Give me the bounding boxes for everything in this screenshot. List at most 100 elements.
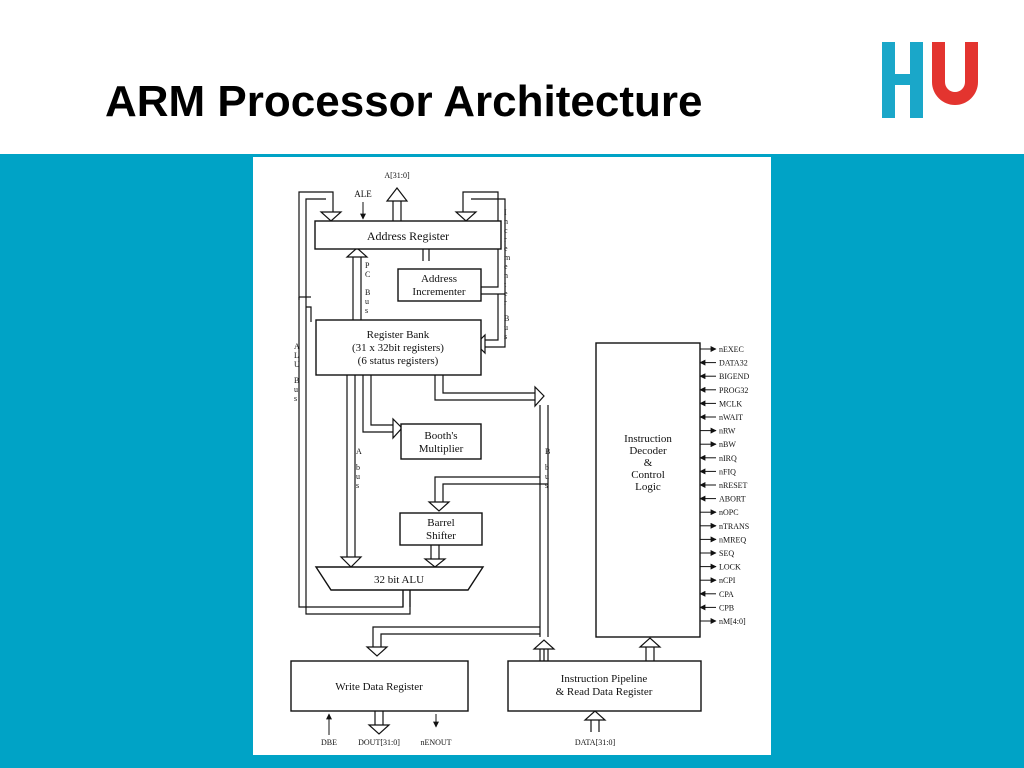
svg-text:Booth's: Booth's <box>424 430 457 442</box>
svg-text:& Read Data Register: & Read Data Register <box>556 686 653 698</box>
control-signal: MCLK <box>699 399 742 408</box>
control-signal: CPB <box>699 603 734 612</box>
control-signal: nBW <box>700 440 736 449</box>
control-signal-label: SEQ <box>719 549 734 558</box>
svg-text:P: P <box>365 261 370 270</box>
control-signal-label: CPA <box>719 590 734 599</box>
control-signal: DATA32 <box>699 359 748 368</box>
svg-text:c: c <box>504 226 508 235</box>
svg-text:Write Data Register: Write Data Register <box>335 681 423 693</box>
svg-text:u: u <box>504 323 508 332</box>
control-signal-label: nRESET <box>719 481 748 490</box>
svg-text:Address Register: Address Register <box>367 229 449 243</box>
svg-text:I: I <box>504 208 507 217</box>
control-signal-label: nOPC <box>719 508 739 517</box>
addr-to-incrementer <box>422 249 430 261</box>
address-output <box>385 187 409 222</box>
svg-text:n: n <box>504 217 508 226</box>
svg-text:s: s <box>356 481 359 490</box>
pipeline-to-bbus <box>532 637 662 661</box>
control-signal-label: nRW <box>719 427 736 436</box>
control-signal: nRESET <box>699 481 748 490</box>
a-bus <box>339 375 403 568</box>
control-signal: nMREQ <box>700 535 746 544</box>
booths-multiplier: Booth's Multiplier <box>400 423 482 460</box>
control-signal: LOCK <box>700 563 741 572</box>
control-signal: nCPI <box>700 576 736 585</box>
svg-text:u: u <box>365 297 369 306</box>
svg-text:u: u <box>294 385 298 394</box>
control-signal: PROG32 <box>699 386 748 395</box>
write-data-register: Write Data Register <box>290 660 469 712</box>
svg-text:Decoder: Decoder <box>629 445 667 457</box>
control-signal-label: CPB <box>719 603 734 612</box>
control-signal-label: BIGEND <box>719 372 749 381</box>
slide-title: ARM Processor Architecture <box>105 77 703 126</box>
control-signal: nM[4:0] <box>700 617 746 626</box>
control-signal-label: MCLK <box>719 399 742 408</box>
pc-bus <box>345 247 369 320</box>
svg-text:s: s <box>504 332 507 341</box>
svg-text:B: B <box>365 288 370 297</box>
svg-text:Logic: Logic <box>635 481 661 493</box>
svg-text:u: u <box>545 472 549 481</box>
svg-text:A: A <box>294 342 300 351</box>
svg-text:u: u <box>356 472 360 481</box>
control-signal: nIRQ <box>699 454 737 463</box>
control-signal: nEXEC <box>700 345 744 354</box>
svg-text:B: B <box>294 376 299 385</box>
barrel-shifter: Barrel Shifter <box>399 512 483 546</box>
svg-text:A: A <box>356 447 362 456</box>
svg-text:L: L <box>294 351 299 360</box>
alu-to-write-data <box>365 589 540 657</box>
svg-text:32 bit ALU: 32 bit ALU <box>374 574 424 586</box>
control-signal-label: ABORT <box>719 495 746 504</box>
svg-text:b: b <box>545 463 549 472</box>
control-signal-label: nM[4:0] <box>719 617 746 626</box>
control-signal: BIGEND <box>699 372 749 381</box>
svg-text:Instruction: Instruction <box>624 433 672 445</box>
control-signal: nFIQ <box>699 467 736 476</box>
b-bus <box>423 375 549 637</box>
control-signal: nOPC <box>700 508 739 517</box>
ale-label: ALE <box>354 189 372 199</box>
control-signal-label: LOCK <box>719 563 741 572</box>
svg-text:U: U <box>294 360 300 369</box>
control-signal-label: nWAIT <box>719 413 743 422</box>
slide-header: ARM Processor Architecture <box>0 0 1024 154</box>
svg-text:B: B <box>545 447 550 456</box>
svg-text:C: C <box>365 270 370 279</box>
control-signal-label: nCPI <box>719 576 736 585</box>
nenout-label: nENOUT <box>420 738 451 747</box>
control-signal: CPA <box>699 590 734 599</box>
svg-text:Shifter: Shifter <box>426 530 456 542</box>
svg-text:Address: Address <box>421 273 457 285</box>
a-bus-label: A b u s <box>356 447 362 490</box>
svg-text:m: m <box>504 253 511 262</box>
control-signal-label: nTRANS <box>719 522 749 531</box>
instruction-pipeline: Instruction Pipeline & Read Data Registe… <box>507 660 702 712</box>
arm-architecture-diagram: Address Register Address Incrementer Reg… <box>253 157 771 755</box>
control-signal-label: nBW <box>719 440 736 449</box>
svg-text:e: e <box>504 289 508 298</box>
incrementer-bus-label: I n c r e m e n t e r B u s <box>504 208 511 341</box>
svg-text:s: s <box>545 481 548 490</box>
control-signal: nWAIT <box>699 413 743 422</box>
control-signal-label: PROG32 <box>719 386 748 395</box>
svg-text:(31 x 32bit registers): (31 x 32bit registers) <box>352 342 444 354</box>
control-signal: nRW <box>700 427 736 436</box>
control-signal-label: nFIQ <box>719 467 736 476</box>
control-signal: nTRANS <box>700 522 749 531</box>
address-incrementer: Address Incrementer <box>397 268 482 302</box>
svg-text:n: n <box>504 271 508 280</box>
svg-text:Incrementer: Incrementer <box>412 286 465 298</box>
control-signal: ABORT <box>699 495 746 504</box>
dout-label: DOUT[31:0] <box>358 738 400 747</box>
svg-text:s: s <box>294 394 297 403</box>
control-signal-label: nIRQ <box>719 454 737 463</box>
svg-text:r: r <box>504 298 507 307</box>
svg-text:B: B <box>504 314 509 323</box>
data-in-label: DATA[31:0] <box>575 738 616 747</box>
svg-text:s: s <box>365 306 368 315</box>
